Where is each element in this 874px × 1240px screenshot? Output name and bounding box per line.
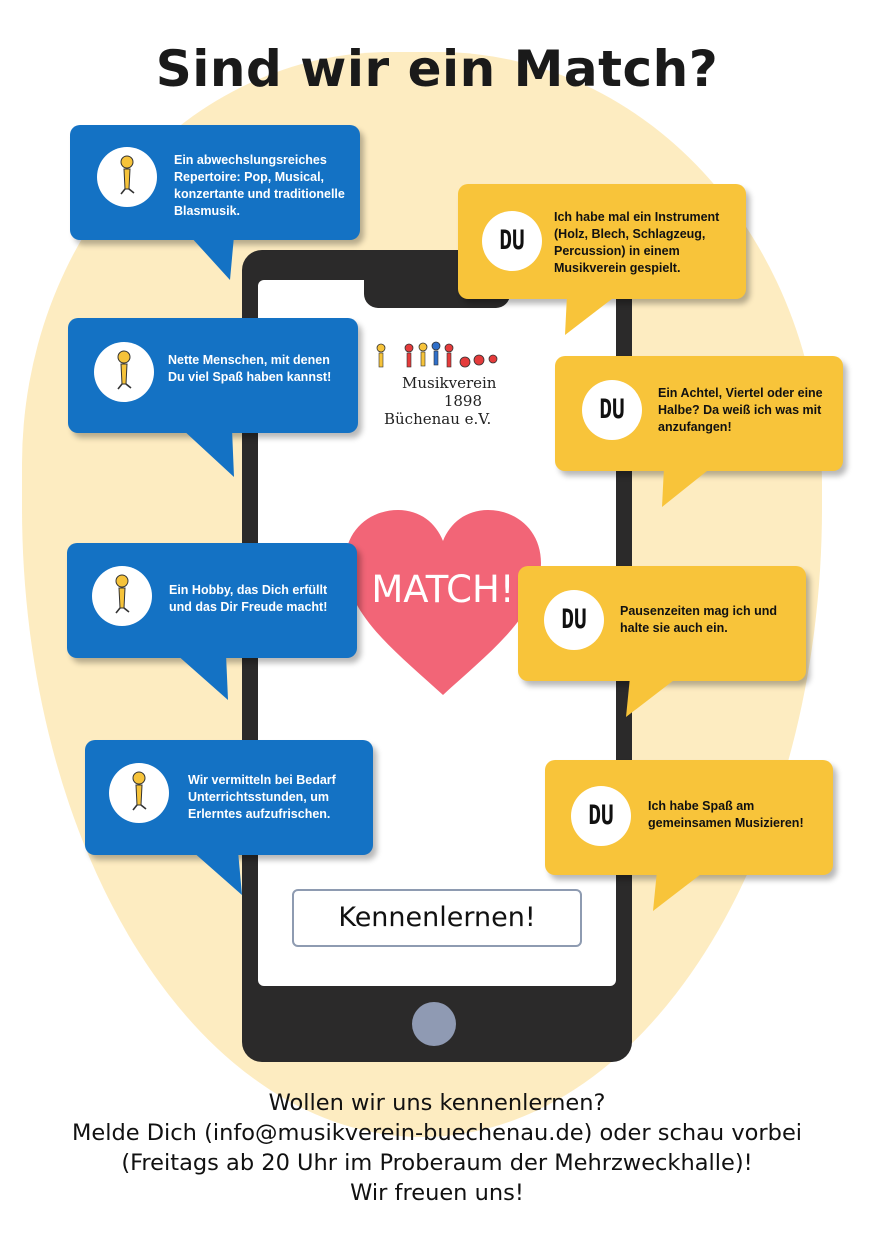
- bubble-tail: [565, 295, 617, 335]
- bubble-tail: [182, 429, 234, 477]
- club-logo-text: Musikverein 1898 Büchenau e.V.: [380, 374, 497, 428]
- du-bubble-music: DU Ich habe Spaß am gemeinsamen Musizier…: [545, 760, 833, 875]
- club-bubble-repertoire: Ein abwechslungsreiches Repertoire: Pop,…: [70, 125, 360, 240]
- du-avatar: DU: [582, 380, 642, 440]
- bubble-tail: [662, 467, 712, 507]
- logo-line-club: Musikverein: [402, 374, 497, 392]
- mascot-avatar: [109, 763, 169, 823]
- du-avatar-label: DU: [588, 800, 614, 831]
- page-title: Sind wir ein Match?: [155, 40, 719, 98]
- mascot-icon: [132, 771, 147, 811]
- footer-line-3: (Freitags ab 20 Uhr im Proberaum der Meh…: [121, 1150, 753, 1176]
- du-avatar-label: DU: [561, 604, 587, 635]
- phone-home-button: [412, 1002, 456, 1046]
- du-bubble-text: Ich habe mal ein Instrument (Holz, Blech…: [554, 210, 720, 275]
- bubble-tail: [653, 871, 705, 911]
- club-bubble-hobby: Ein Hobby, das Dich erfüllt und das Dir …: [67, 543, 357, 658]
- club-bubble-text: Wir vermitteln bei Bedarf Unterrichtsstu…: [188, 773, 336, 821]
- club-bubble-text: Ein Hobby, das Dich erfüllt und das Dir …: [169, 583, 328, 614]
- du-bubble-notes: DU Ein Achtel, Viertel oder eine Halbe? …: [555, 356, 843, 471]
- bubble-tail: [176, 654, 228, 700]
- du-avatar: DU: [482, 211, 542, 271]
- match-label: MATCH!: [371, 568, 515, 611]
- bubble-tail: [626, 677, 678, 717]
- mascot-icon: [117, 350, 132, 390]
- footer-line-2: Melde Dich (info@musikverein-buechenau.d…: [71, 1120, 803, 1146]
- heart-icon: [345, 510, 541, 695]
- footer-line-1: Wollen wir uns kennenlernen?: [268, 1090, 606, 1116]
- du-avatar: DU: [544, 590, 604, 650]
- footer-text: Wollen wir uns kennenlernen? Melde Dich …: [0, 1088, 874, 1208]
- du-bubble-breaks: DU Pausenzeiten mag ich und halte sie au…: [518, 566, 806, 681]
- du-bubble-text: Ich habe Spaß am gemeinsamen Musizieren!: [648, 799, 804, 830]
- logo-line-year: 1898: [443, 392, 482, 410]
- mascot-avatar: [92, 566, 152, 626]
- club-logo-icon: [376, 341, 498, 368]
- du-bubble-text: Ein Achtel, Viertel oder eine Halbe? Da …: [658, 386, 823, 434]
- du-avatar-label: DU: [599, 394, 625, 425]
- footer-line-4: Wir freuen uns!: [350, 1180, 524, 1206]
- logo-line-place: Büchenau e.V.: [384, 410, 492, 428]
- du-avatar: DU: [571, 786, 631, 846]
- du-avatar-label: DU: [499, 225, 525, 256]
- club-bubble-people: Nette Menschen, mit denen Du viel Spaß h…: [68, 318, 358, 433]
- club-bubble-text: Nette Menschen, mit denen Du viel Spaß h…: [168, 353, 332, 384]
- club-bubble-lessons: Wir vermitteln bei Bedarf Unterrichtsstu…: [85, 740, 373, 855]
- mascot-icon: [120, 155, 135, 195]
- bubble-tail: [190, 236, 234, 280]
- mascot-icon: [115, 574, 130, 614]
- du-bubble-text: Pausenzeiten mag ich und halte sie auch …: [620, 604, 777, 635]
- club-bubble-text: Ein abwechslungsreiches Repertoire: Pop,…: [174, 153, 345, 218]
- mascot-avatar: [97, 147, 157, 207]
- du-bubble-instrument: DU Ich habe mal ein Instrument (Holz, Bl…: [458, 184, 746, 299]
- kennenlernen-button[interactable]: Kennenlernen!: [292, 889, 582, 947]
- bubble-tail: [192, 851, 242, 895]
- mascot-avatar: [94, 342, 154, 402]
